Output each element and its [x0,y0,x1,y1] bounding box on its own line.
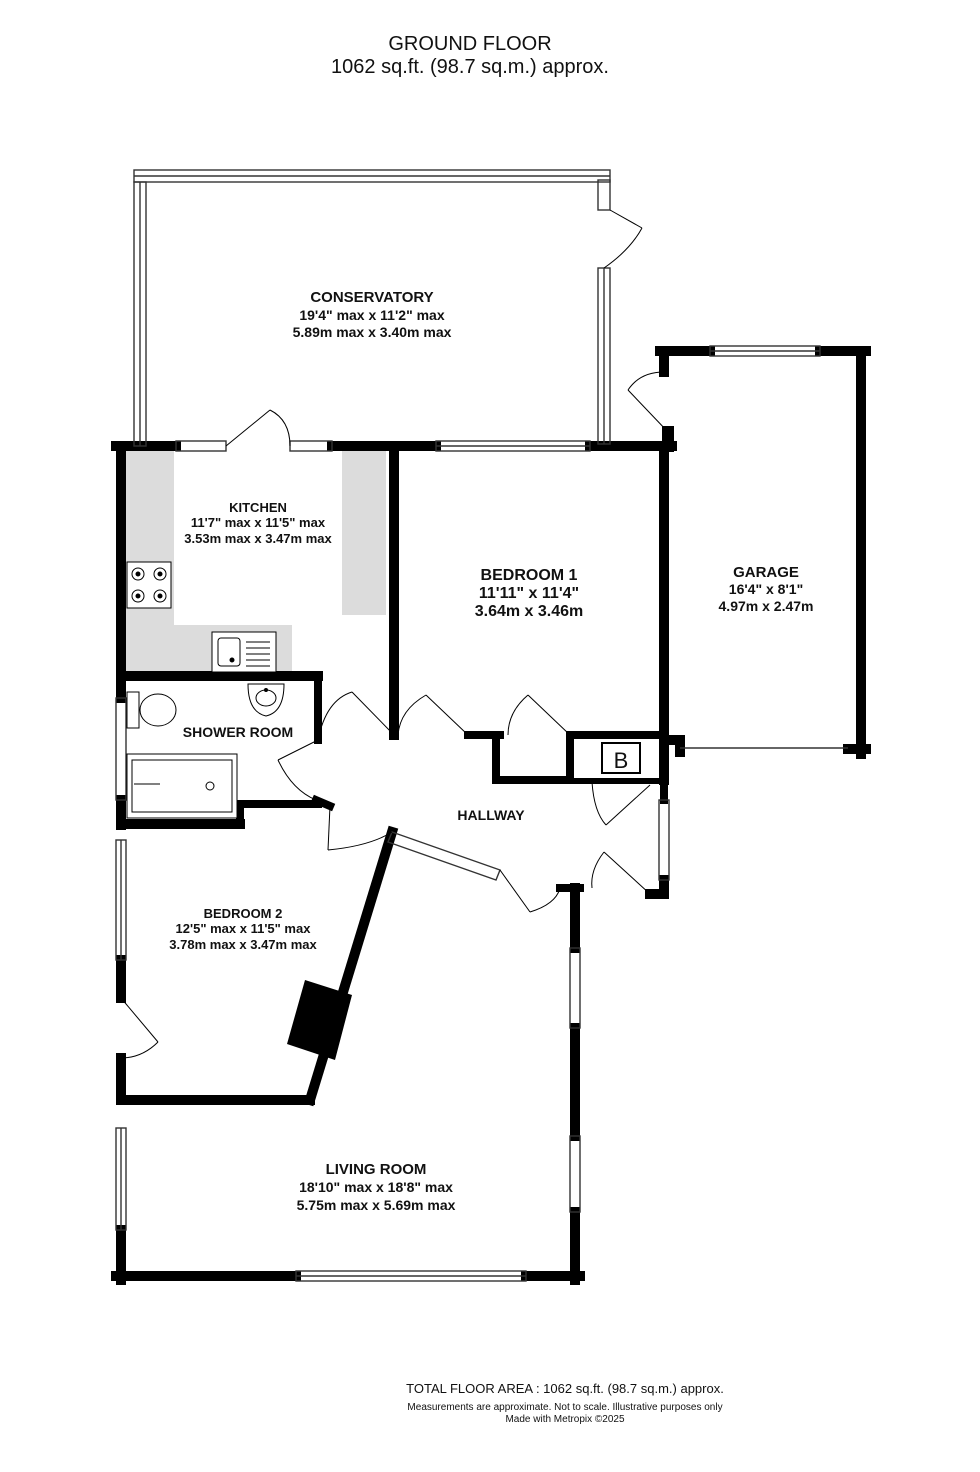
boiler-label: B [614,748,629,773]
bedroom1-dim-imperial: 11'11" x 11'4" [479,585,579,602]
toilet [126,691,177,729]
bedroom2-dim-metric: 3.78m max x 3.47m max [169,937,317,952]
room-label-bedroom1: BEDROOM 1 11'11" x 11'4" 3.64m x 3.46m [475,567,584,620]
garage-dim-imperial: 16'4" x 8'1" [729,581,803,597]
living-room-dim-metric: 5.75m max x 5.69m max [297,1197,456,1213]
kitchen-sink [211,631,277,673]
boiler-box [601,742,641,774]
bedroom2-dim-imperial: 12'5" max x 11'5" max [176,921,312,936]
living-room-dim-imperial: 18'10" max x 18'8" max [299,1179,453,1195]
kitchen-dim-metric: 3.53m max x 3.47m max [184,531,332,546]
bedroom1-name: BEDROOM 1 [481,567,578,584]
shower-room-name: SHOWER ROOM [183,724,293,740]
walls [111,346,871,1285]
conservatory-dim-metric: 5.89m max x 3.40m max [293,324,452,340]
made-with-credit: Made with Metropix ©2025 [505,1414,625,1425]
conservatory-name: CONSERVATORY [310,289,433,306]
floor-area: 1062 sq.ft. (98.7 sq.m.) approx. [331,56,609,78]
room-label-bedroom2: BEDROOM 2 12'5" max x 11'5" max 3.78m ma… [169,906,317,952]
room-label-garage: GARAGE 16'4" x 8'1" 4.97m x 2.47m [719,564,814,614]
boiler-cupboard [567,732,667,784]
bedroom2-name: BEDROOM 2 [204,906,283,921]
conservatory-dim-imperial: 19'4" max x 11'2" max [299,307,444,323]
wash-basin [247,683,285,717]
chimney-breast [287,980,352,1060]
garage-name: GARAGE [733,564,799,581]
bedroom1-dim-metric: 3.64m x 3.46m [475,603,584,620]
shower-tray [126,753,238,819]
room-label-kitchen: KITCHEN 11'7" max x 11'5" max 3.53m max … [184,500,332,546]
door-swings [120,209,669,1059]
floor-title: GROUND FLOOR [388,33,552,55]
disclaimer: Measurements are approximate. Not to sca… [407,1402,723,1413]
total-floor-area: TOTAL FLOOR AREA : 1062 sq.ft. (98.7 sq.… [406,1381,724,1396]
room-label-conservatory: CONSERVATORY 19'4" max x 11'2" max 5.89m… [293,289,452,340]
garage-dim-metric: 4.97m x 2.47m [719,598,814,614]
living-room-name: LIVING ROOM [326,1161,427,1178]
hallway-name: HALLWAY [457,807,525,823]
hob [126,561,172,609]
kitchen-dim-imperial: 11'7" max x 11'5" max [191,515,326,530]
kitchen-name: KITCHEN [229,500,287,515]
room-label-living-room: LIVING ROOM 18'10" max x 18'8" max 5.75m… [297,1161,456,1213]
